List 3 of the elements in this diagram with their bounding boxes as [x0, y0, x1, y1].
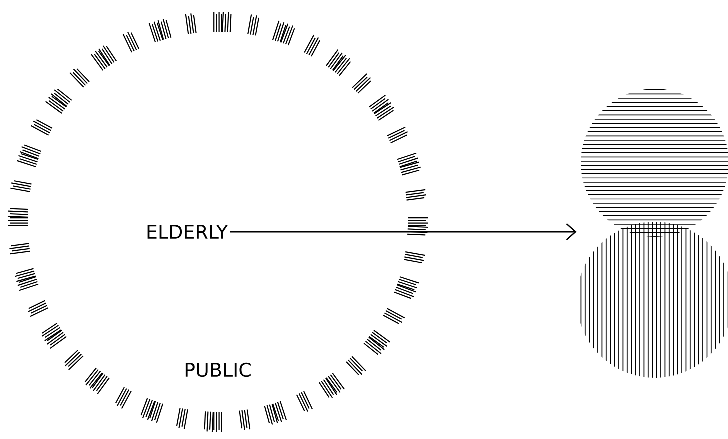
hatched-circle — [581, 90, 728, 237]
arrow — [230, 223, 577, 241]
label-text: ELDERLY — [148, 225, 228, 239]
